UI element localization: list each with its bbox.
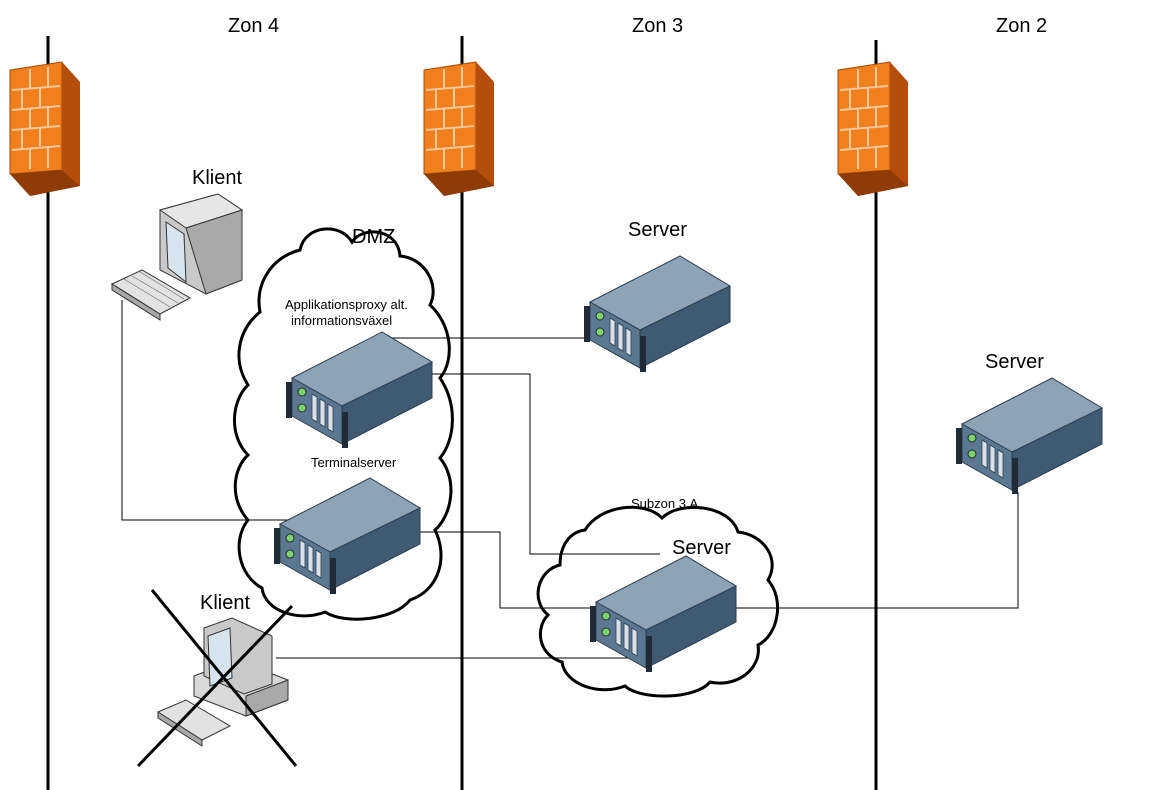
zone-2-label: Zon 2 xyxy=(996,15,1047,37)
zone-4-label: Zon 4 xyxy=(228,15,279,37)
blocked-cross-line xyxy=(136,604,294,768)
firewall-icon xyxy=(423,61,495,197)
server-zon2-label: Server xyxy=(985,351,1044,373)
desktop-computer-icon xyxy=(158,193,244,295)
pc-tower-icon xyxy=(193,617,289,717)
subzon-label: Subzon 3.A xyxy=(631,496,699,511)
firewall-icon xyxy=(837,61,909,197)
connector-proxy-subzon-server xyxy=(420,373,660,555)
firewall-icon xyxy=(9,61,81,197)
zone-3-label: Zon 3 xyxy=(632,15,683,37)
keyboard-icon xyxy=(110,269,192,321)
server-icon xyxy=(955,377,1103,495)
klient-bottom-label: Klient xyxy=(200,592,250,614)
proxy-label-line2: informationsväxel xyxy=(291,313,392,328)
proxy-label-line1: Applikationsproxy alt. xyxy=(285,297,408,312)
server-subzon-label: Server xyxy=(672,537,731,559)
connector-terminalserver-subzon-server xyxy=(412,531,592,609)
server-icon xyxy=(583,255,731,373)
connector-subzon-server-server-zon2 xyxy=(726,492,1019,609)
server-zon3-label: Server xyxy=(628,219,687,241)
terminalserver-label: Terminalserver xyxy=(311,455,397,470)
keyboard-icon xyxy=(156,699,232,747)
connector-klient-terminalserver xyxy=(121,300,290,521)
klient-top-label: Klient xyxy=(192,167,242,189)
dmz-label: DMZ xyxy=(352,226,395,248)
